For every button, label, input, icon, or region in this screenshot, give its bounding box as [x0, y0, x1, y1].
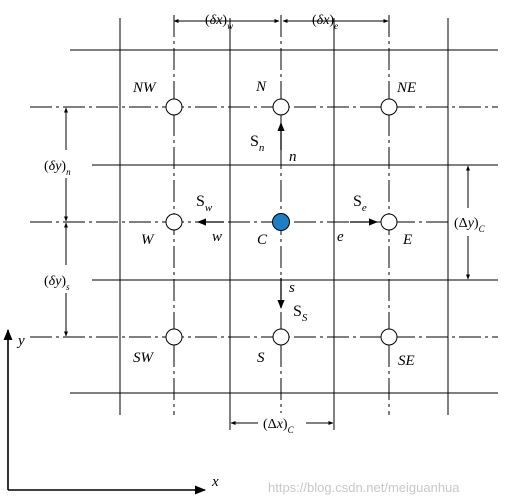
- node-s: [272, 328, 290, 346]
- node-c: [272, 213, 290, 231]
- node-ne: [380, 98, 398, 116]
- node-se-label: SE: [398, 353, 415, 369]
- face-vectors: [197, 122, 378, 309]
- dx-w-label: (δx)w: [205, 13, 233, 31]
- node-e-label: E: [402, 232, 412, 248]
- vector-e-label: Se: [353, 193, 367, 214]
- node-ne-label: NE: [396, 80, 416, 96]
- node-s-label: S: [257, 350, 265, 366]
- node-n-label: N: [255, 79, 267, 95]
- grid-nodes: [165, 98, 398, 346]
- face-grid-lines: [60, 18, 498, 430]
- face-n-label: n: [289, 149, 297, 165]
- node-nw-label: NW: [132, 80, 157, 96]
- dy-n-label: (δy)n: [44, 159, 71, 177]
- node-n: [272, 98, 290, 116]
- node-w: [165, 213, 183, 231]
- Dx-C-label: (Δx)C: [263, 417, 295, 435]
- vector-s-label: SS: [293, 303, 308, 324]
- face-s-label: s: [289, 280, 295, 296]
- dx-e-label: (δx)e: [312, 13, 338, 31]
- x-axis-label: x: [211, 474, 219, 490]
- node-c-label: C: [257, 232, 268, 248]
- coordinate-axes: [3, 328, 207, 495]
- dy-s-label: (δy)s: [44, 274, 70, 292]
- node-sw-label: SW: [133, 350, 155, 366]
- y-axis-label: y: [16, 333, 25, 349]
- node-w-label: W: [141, 232, 155, 248]
- face-w-label: w: [212, 229, 222, 245]
- node-e: [380, 213, 398, 231]
- face-e-label: e: [337, 229, 344, 245]
- node-nw: [165, 98, 183, 116]
- vector-n-label: Sn: [250, 133, 265, 154]
- vector-w-label: Sw: [196, 193, 213, 214]
- node-sw: [165, 328, 183, 346]
- Dy-C-label: (Δy)C: [454, 216, 486, 234]
- node-se: [380, 328, 398, 346]
- watermark: https://blog.csdn.net/meiguanhua: [268, 480, 460, 495]
